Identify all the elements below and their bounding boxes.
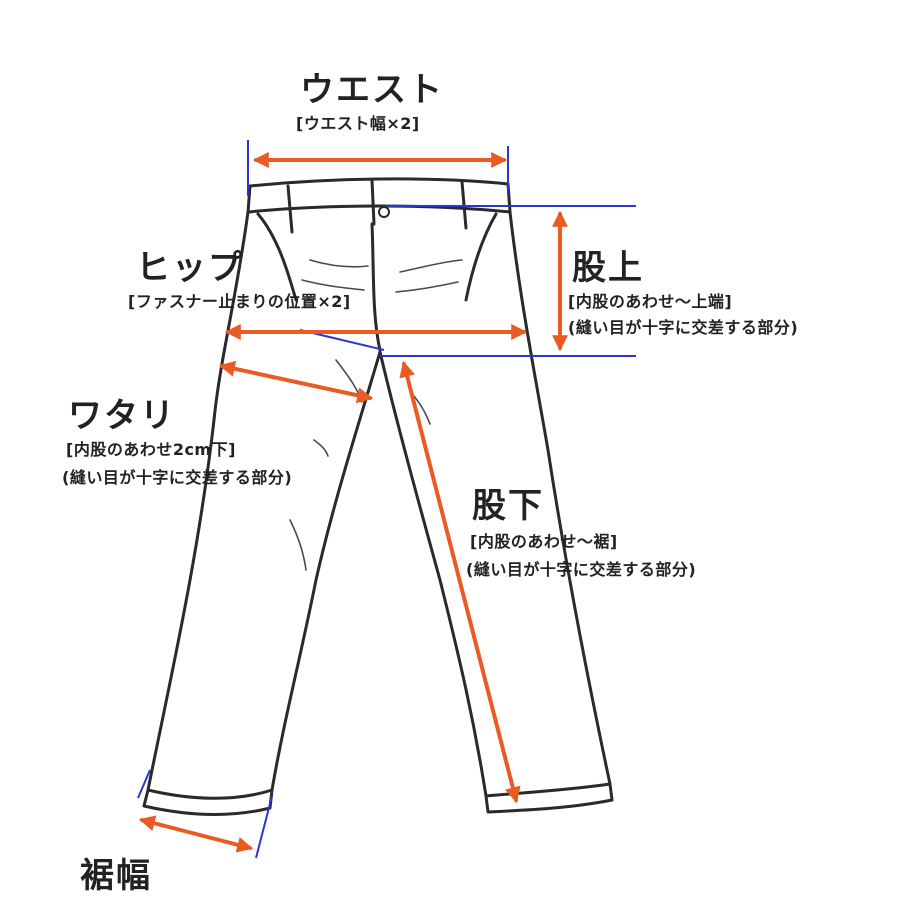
belt-loop-center: [370, 178, 376, 226]
hip-note: [ファスナー止まりの位置×2]: [128, 292, 351, 311]
waist-button: [378, 206, 390, 218]
rise-note-2: (縫い目が十字に交差する部分): [568, 318, 799, 337]
belt-loop-left: [286, 184, 294, 234]
pocket-left: [256, 212, 298, 302]
left-cuff: [142, 788, 274, 817]
wrinkle-2: [301, 279, 365, 291]
inseam-arrow: [399, 360, 521, 804]
inseam-note-2: (縫い目が十字に交差する部分): [466, 560, 697, 579]
hem-guide-left: [137, 769, 151, 799]
waistband-left-edge: [246, 184, 252, 214]
waist-title: ウエスト: [300, 70, 444, 110]
thigh-title: ワタリ: [68, 396, 176, 436]
waist-note: [ウエスト幅×2]: [296, 114, 420, 133]
wrinkle-1: [309, 259, 369, 268]
left-leg-outer-seam: [146, 210, 250, 792]
hem-title: 裾幅: [80, 856, 152, 896]
thigh-note-2: (縫い目が十字に交差する部分): [62, 468, 293, 487]
inseam-note-1: [内股のあわせ～裾]: [470, 532, 618, 551]
inseam-title: 股下: [472, 486, 544, 526]
hem-arrow: [138, 815, 254, 853]
left-leg-inner-seam: [270, 350, 382, 792]
waistband-bottom: [246, 204, 512, 214]
measurement-arrows: [138, 152, 568, 853]
pocket-right: [464, 212, 498, 302]
thigh-note-1: [内股のあわせ2cm下]: [66, 440, 236, 459]
thigh-arrow: [218, 360, 374, 404]
rise-note-1: [内股のあわせ～上端]: [568, 292, 733, 311]
right-leg-outer-seam: [508, 210, 612, 786]
hem-guide-right: [255, 795, 273, 859]
wrinkle-4: [395, 281, 459, 293]
waistband-top: [248, 177, 510, 188]
wrinkle-8: [313, 439, 329, 457]
wrinkle-3: [399, 259, 463, 273]
right-cuff: [484, 782, 614, 814]
hip-title: ヒップ: [136, 248, 244, 288]
wrinkle-7: [289, 519, 307, 571]
rise-title: 股上: [572, 248, 644, 288]
